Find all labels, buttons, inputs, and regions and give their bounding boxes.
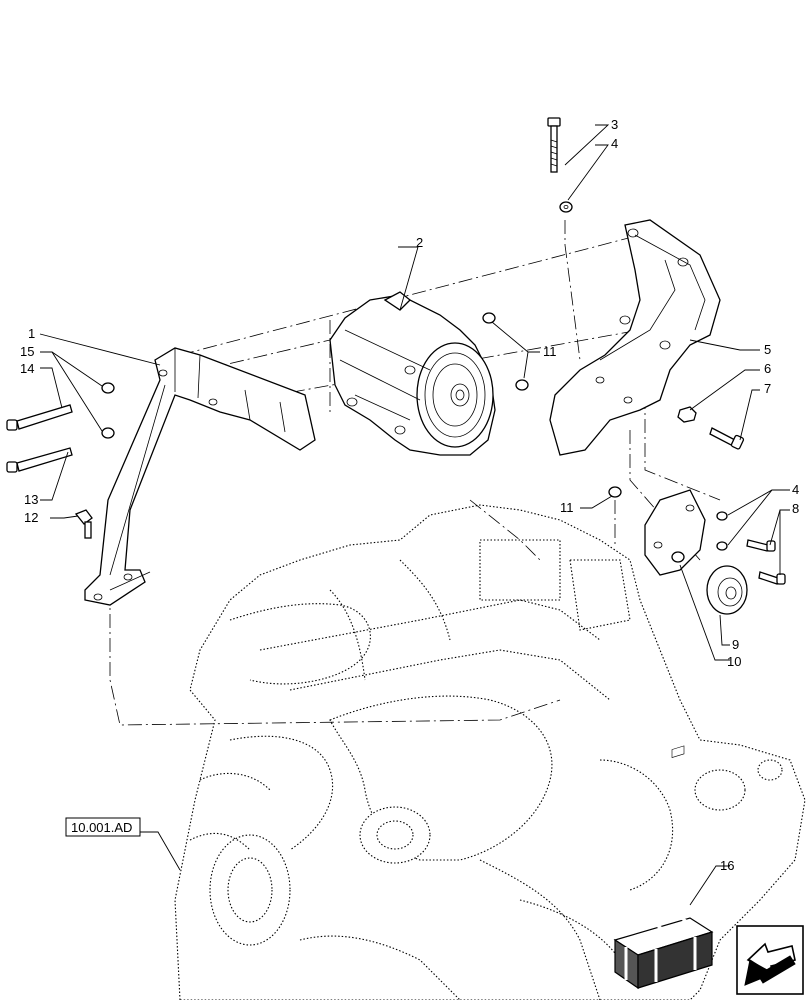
callout-6: 6 (764, 361, 771, 376)
engine-block-phantom (174, 504, 806, 1000)
callout-10: 10 (727, 654, 741, 669)
bolt-12 (74, 509, 93, 539)
bolt-8a (746, 539, 776, 552)
callout-4-right: 4 (792, 482, 799, 497)
ac-compressor (329, 291, 496, 456)
spacer-11b (515, 379, 529, 391)
callout-7: 7 (764, 381, 771, 396)
compressor-mounting-bracket (549, 219, 721, 456)
bolt-3 (547, 117, 561, 173)
washer-4b (716, 511, 728, 521)
callout-5: 5 (764, 342, 771, 357)
washer-15b (101, 427, 115, 439)
spacer-11c (608, 486, 622, 498)
callout-labels: 1 15 14 2 3 4 5 6 7 4 8 9 10 11 11 12 13… (20, 117, 799, 873)
tensioner-bracket (644, 489, 706, 576)
section-reference[interactable]: 10.001.AD (65, 817, 141, 837)
section-reference-label: 10.001.AD (71, 820, 132, 835)
callout-1: 1 (28, 326, 35, 341)
callout-15: 15 (20, 344, 34, 359)
callout-14: 14 (20, 361, 34, 376)
idler-pulley-9 (706, 565, 748, 615)
support-bracket (84, 347, 316, 606)
callout-3: 3 (611, 117, 618, 132)
washer-15a (101, 382, 115, 394)
bolt-13 (6, 447, 73, 473)
washer-4c (716, 541, 728, 551)
nut-6 (677, 406, 697, 423)
washer-10 (671, 551, 685, 563)
callout-11-lower: 11 (560, 500, 574, 515)
bolt-7 (709, 427, 745, 450)
next-page-arrow-icon[interactable] (736, 925, 804, 995)
bolt-14 (6, 404, 73, 431)
callout-9: 9 (732, 637, 739, 652)
callout-4-top: 4 (611, 136, 618, 151)
kit-box-icon (613, 745, 714, 990)
callout-16: 16 (720, 858, 734, 873)
callout-2: 2 (416, 235, 423, 250)
spacer-11a (482, 312, 496, 324)
bolt-8b (758, 571, 786, 585)
callout-13: 13 (24, 492, 38, 507)
callout-11-upper: 11 (543, 344, 557, 359)
leader-lines (39, 124, 790, 906)
callout-8: 8 (792, 501, 799, 516)
washer-4 (559, 201, 573, 213)
callout-12: 12 (24, 510, 38, 525)
